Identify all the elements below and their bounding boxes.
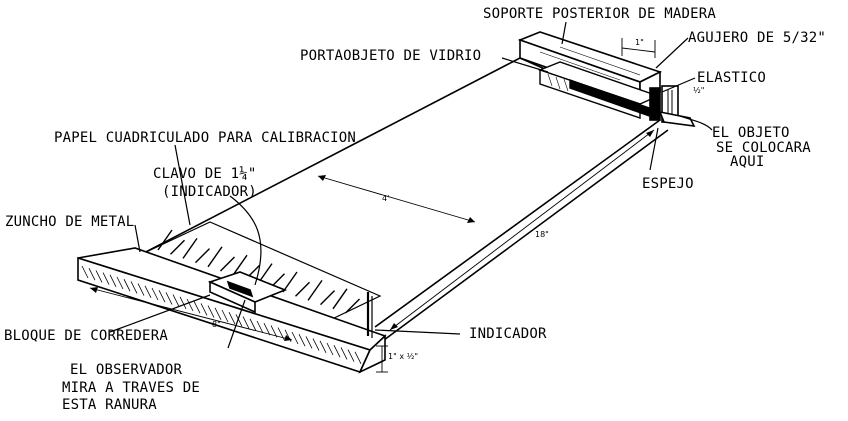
- label-calibration-paper: PAPEL CUADRICULADO PARA CALIBRACION: [54, 130, 357, 146]
- rail-hatch-line: [207, 305, 215, 318]
- label-glass-slide: PORTAOBJETO DE VIDRIO: [300, 48, 482, 64]
- rail-hatch-line: [165, 292, 173, 305]
- rail-hatch-line: [354, 351, 362, 364]
- grid-tick: [157, 229, 173, 251]
- label-nail-line-2: (INDICADOR): [162, 184, 257, 200]
- label-hole: AGUJERO DE 5/32": [688, 30, 827, 46]
- rail-hatch-line: [95, 270, 103, 283]
- label-observer-line-3: ESTA RANURA: [62, 397, 157, 413]
- rail-hatch-line: [130, 281, 138, 294]
- rail-hatch-line: [242, 316, 250, 329]
- grid-tick: [170, 239, 185, 255]
- rail-hatch-line: [291, 331, 299, 345]
- rail-hatch-line: [158, 290, 166, 303]
- dimension-1in: 1": [635, 38, 644, 47]
- rail-hatch-line: [186, 298, 194, 312]
- label-indicator: INDICADOR: [469, 326, 547, 342]
- grid-ticks: [157, 229, 360, 314]
- grid-tick: [282, 271, 298, 293]
- leader-lines: [109, 21, 713, 349]
- rail-hatch-line: [179, 296, 187, 309]
- rail-hatch-line: [333, 345, 341, 358]
- rail-hatch-line: [305, 336, 313, 349]
- rail-hatch-line: [249, 318, 257, 331]
- label-slide-block: BLOQUE DE CORREDERA: [4, 328, 168, 344]
- rail-hatch-line: [298, 334, 306, 347]
- rail-hatch-line: [102, 272, 110, 285]
- label-observer-line-1: EL OBSERVADOR: [70, 362, 183, 378]
- grid-tick: [295, 281, 310, 297]
- rail-hatch-line: [151, 287, 159, 301]
- dimension-bottom: 1" x ½": [388, 352, 419, 361]
- rail-hatch-line: [221, 309, 229, 323]
- label-object-line-3: AQUI: [730, 154, 765, 170]
- rail-hatch-line: [214, 307, 222, 320]
- rail-hatch-line: [81, 265, 89, 279]
- rail-hatch-line: [193, 301, 201, 314]
- rail-hatch-line: [200, 303, 208, 316]
- label-mirror: ESPEJO: [642, 176, 694, 192]
- dimension-4ft: 4': [382, 194, 390, 203]
- grid-tick: [320, 290, 335, 306]
- dimension-length: 18": [535, 230, 549, 239]
- grid-tick: [332, 288, 348, 310]
- indicator-post: [366, 292, 373, 338]
- rail-hatch-line: [172, 294, 180, 307]
- rail-hatch-line: [116, 276, 124, 290]
- rail-hatch-line: [263, 323, 271, 336]
- label-object-line-2: SE COLOCARA: [716, 140, 811, 156]
- dimension-arrowheads: [90, 130, 654, 341]
- label-object-line-1: EL OBJETO: [712, 125, 790, 141]
- grid-tick: [232, 254, 248, 276]
- rail-hatch-line: [109, 274, 117, 287]
- rail-hatch-line: [235, 314, 243, 327]
- grid-tick: [195, 248, 210, 264]
- label-rear-wood-support: SOPORTE POSTERIOR DE MADERA: [483, 6, 716, 22]
- dimension-8in: 8": [212, 320, 221, 329]
- rail-hatch-line: [340, 347, 348, 360]
- rail-hatch-line: [347, 349, 355, 362]
- front-rail: [77, 247, 387, 374]
- rail-hatch-line: [228, 312, 236, 325]
- rail-hatch-line: [88, 268, 96, 281]
- label-observer-line-2: MIRA A TRAVES DE: [62, 380, 201, 396]
- grid-tick: [182, 237, 198, 259]
- rail-hatch-line: [144, 285, 152, 298]
- rail-hatch-line: [270, 325, 278, 338]
- grid-tick: [220, 256, 235, 272]
- rail-hatch-line: [312, 338, 320, 351]
- rail-hatch-line: [326, 342, 334, 356]
- grid-tick: [307, 279, 323, 301]
- dimension-half-right: ½": [693, 86, 705, 95]
- label-elastic: ELASTICO: [697, 70, 767, 86]
- rail-hatch-line: [256, 320, 264, 334]
- rail-hatch-line: [123, 279, 131, 292]
- grid-tick: [207, 246, 223, 268]
- grid-tick: [345, 298, 360, 314]
- label-metal-strap: ZUNCHO DE METAL: [5, 214, 135, 230]
- mirror-and-elastic: [649, 85, 696, 127]
- dimension-lines: [89, 38, 656, 373]
- label-nail-line-1: CLAVO DE 1¼": [153, 166, 257, 182]
- rail-hatch-line: [137, 283, 145, 296]
- rail-hatch-line: [319, 340, 327, 353]
